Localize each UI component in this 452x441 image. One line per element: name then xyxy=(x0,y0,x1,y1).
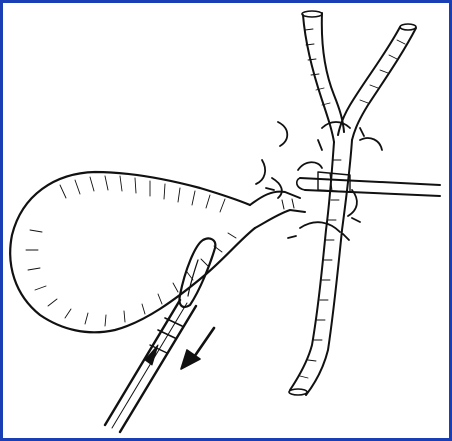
common-duct-shading xyxy=(300,160,341,378)
grasping-forceps xyxy=(105,238,215,432)
gallbladder-shading xyxy=(26,176,236,326)
cystic-duct xyxy=(250,192,305,228)
gallbladder xyxy=(10,172,255,332)
hepatic-ducts xyxy=(302,11,416,142)
direction-arrow xyxy=(181,328,214,369)
clip-applier xyxy=(297,172,440,196)
